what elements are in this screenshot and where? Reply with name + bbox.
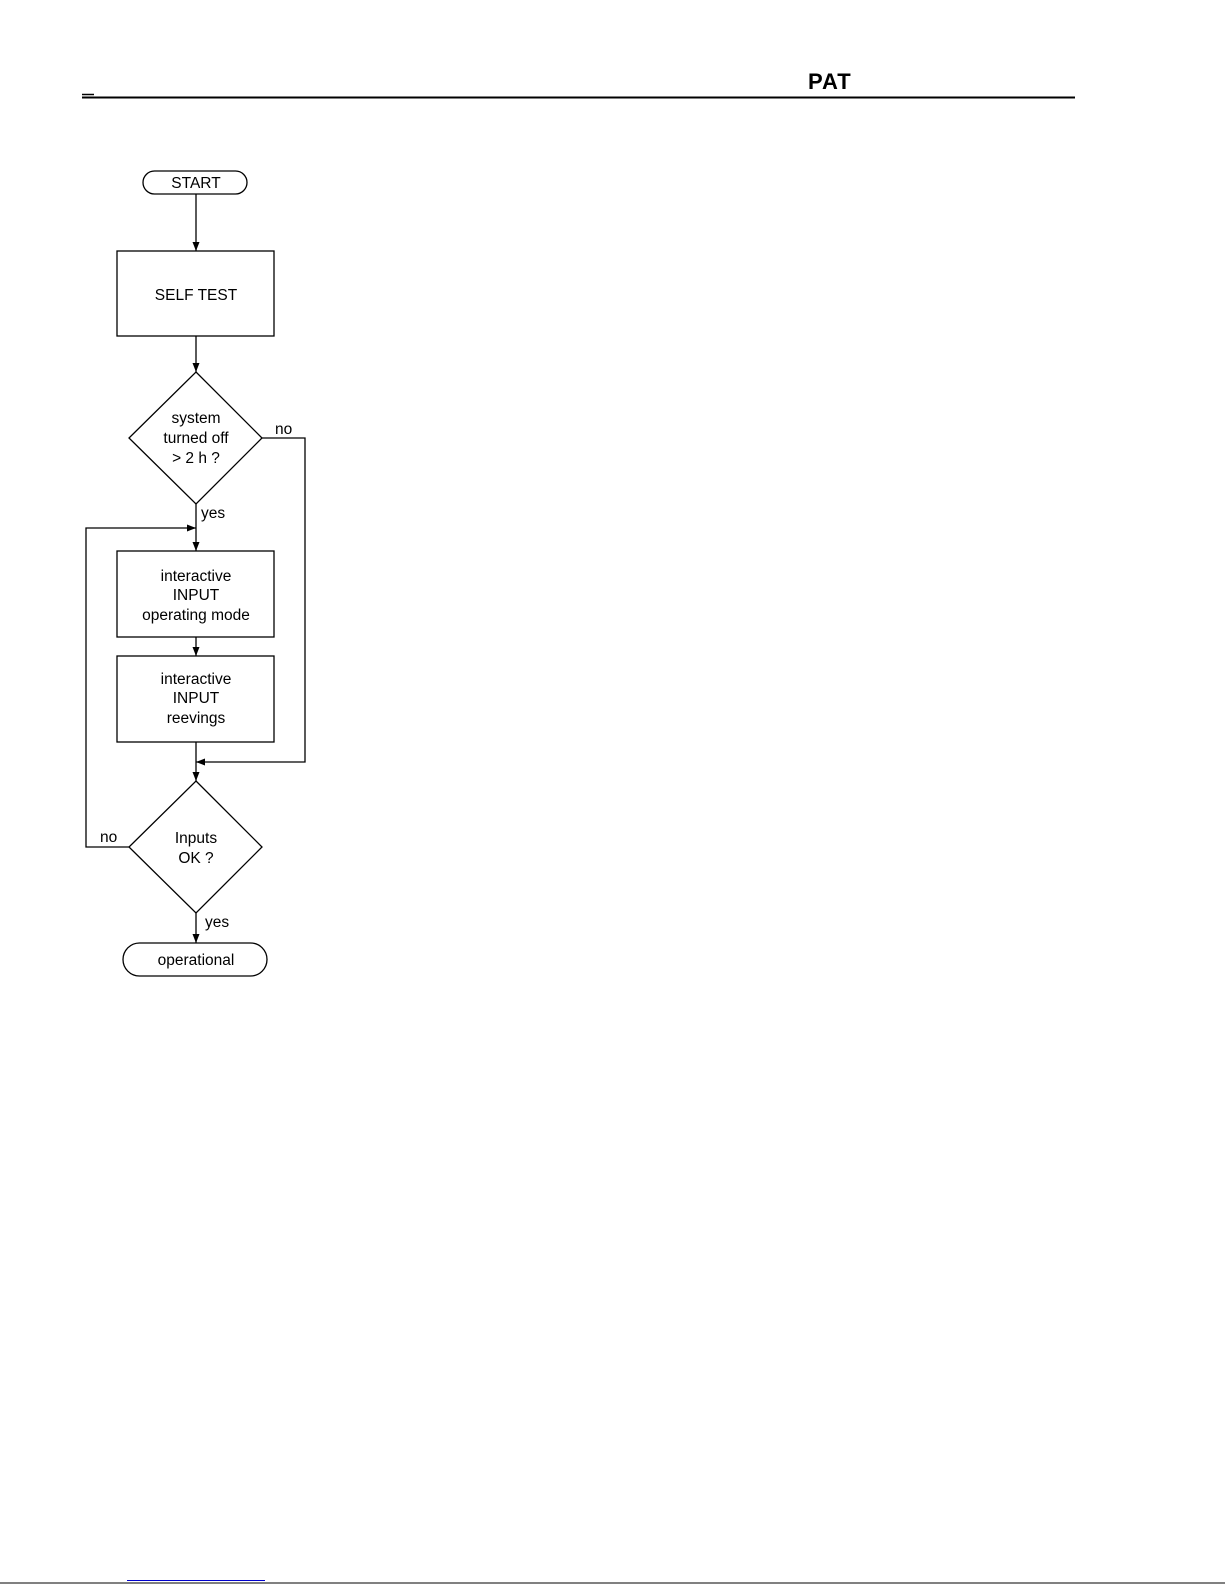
decision-off-line-2: turned off bbox=[163, 430, 229, 447]
self-test-label: SELF TEST bbox=[155, 287, 238, 304]
operational-label: operational bbox=[158, 952, 235, 969]
input-mode-line-2: INPUT bbox=[173, 587, 220, 604]
edge-label-ok-yes: yes bbox=[205, 914, 229, 931]
decision-off-line-1: system bbox=[171, 410, 220, 427]
page-header: PAT bbox=[82, 69, 1075, 98]
edge-label-off-yes: yes bbox=[201, 505, 225, 522]
edge-label-ok-no: no bbox=[100, 829, 117, 846]
start-label: START bbox=[171, 175, 221, 192]
input-reevings-line-2: INPUT bbox=[173, 690, 220, 707]
edge-label-off-no: no bbox=[275, 421, 292, 438]
decision-ok-line-2: OK ? bbox=[178, 850, 214, 867]
page-footer bbox=[0, 1581, 1225, 1584]
input-mode-line-3: operating mode bbox=[142, 607, 250, 624]
input-reevings-line-3: reevings bbox=[167, 710, 226, 727]
decision-off-line-3: > 2 h ? bbox=[172, 450, 220, 467]
decision-ok-line-1: Inputs bbox=[175, 830, 217, 847]
pat-logo: PAT bbox=[808, 69, 852, 94]
input-mode-line-1: interactive bbox=[161, 568, 232, 585]
decision-inputs-ok-diamond bbox=[129, 781, 262, 913]
input-reevings-line-1: interactive bbox=[161, 671, 232, 688]
